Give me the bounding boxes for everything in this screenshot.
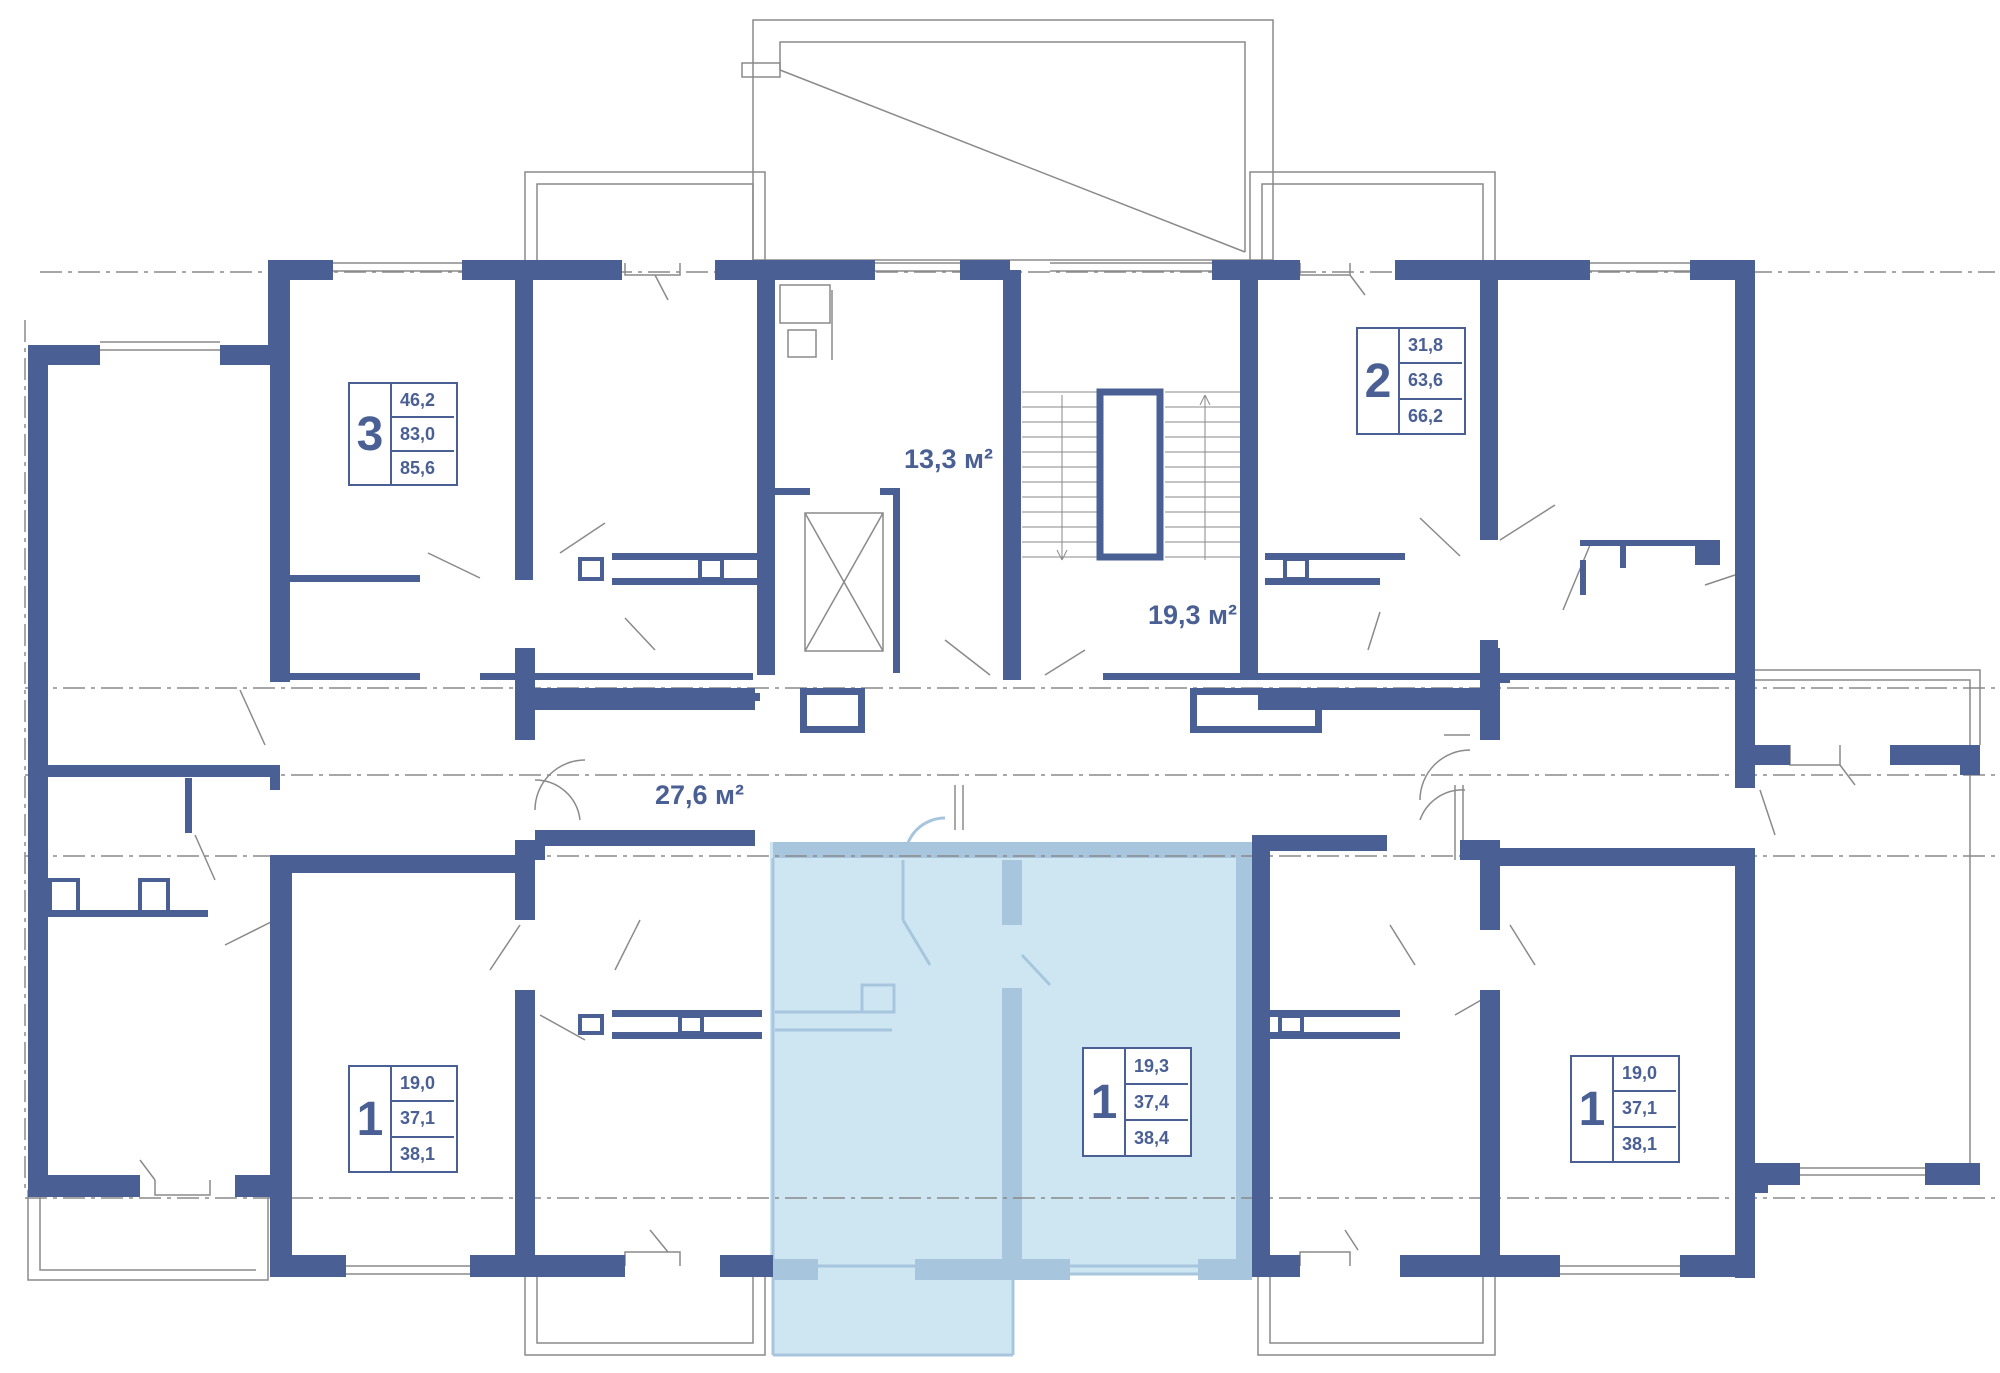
living-area: 31,8	[1408, 335, 1444, 356]
area-label-landing: 13,3 м²	[904, 444, 994, 474]
walls	[28, 260, 1980, 1278]
area-label-corridor: 27,6 м²	[655, 780, 745, 810]
total-area-with-balcony: 38,1	[392, 1135, 454, 1171]
apartment-badge-1room-selected[interactable]: 1 19,3 37,4 38,4	[1082, 1047, 1192, 1157]
total-area: 83,0	[392, 416, 454, 450]
living-area: 19,3	[1134, 1055, 1170, 1076]
room-count: 2	[1358, 329, 1400, 433]
total-area: 63,6	[1400, 362, 1462, 397]
total-area: 37,4	[1126, 1083, 1188, 1119]
room-count: 1	[1572, 1057, 1614, 1161]
room-count: 3	[350, 384, 392, 484]
living-area: 46,2	[400, 389, 436, 410]
room-count: 1	[1084, 1049, 1126, 1155]
total-area-with-balcony: 85,6	[392, 450, 454, 484]
total-area-with-balcony: 38,1	[1614, 1125, 1676, 1161]
living-area: 19,0	[400, 1073, 436, 1094]
total-area: 37,1	[392, 1100, 454, 1135]
total-area-with-balcony: 38,4	[1126, 1119, 1188, 1155]
total-area-with-balcony: 66,2	[1400, 397, 1462, 433]
area-label-stairwell: 19,3 м²	[1148, 600, 1238, 630]
room-count: 1	[350, 1067, 392, 1171]
apartment-badge-1room-left[interactable]: 1 19,0 37,1 38,1	[348, 1065, 458, 1173]
apartment-badge-2room[interactable]: 2 31,8 63,6 66,2	[1356, 327, 1466, 435]
apartment-badge-1room-right[interactable]: 1 19,0 37,1 38,1	[1570, 1055, 1680, 1163]
living-area: 19,0	[1622, 1063, 1658, 1084]
apartment-badge-3room[interactable]: 3 46,2 83,0 85,6	[348, 382, 458, 486]
kitchen-fixtures	[48, 557, 1309, 1035]
total-area: 37,1	[1614, 1090, 1676, 1125]
